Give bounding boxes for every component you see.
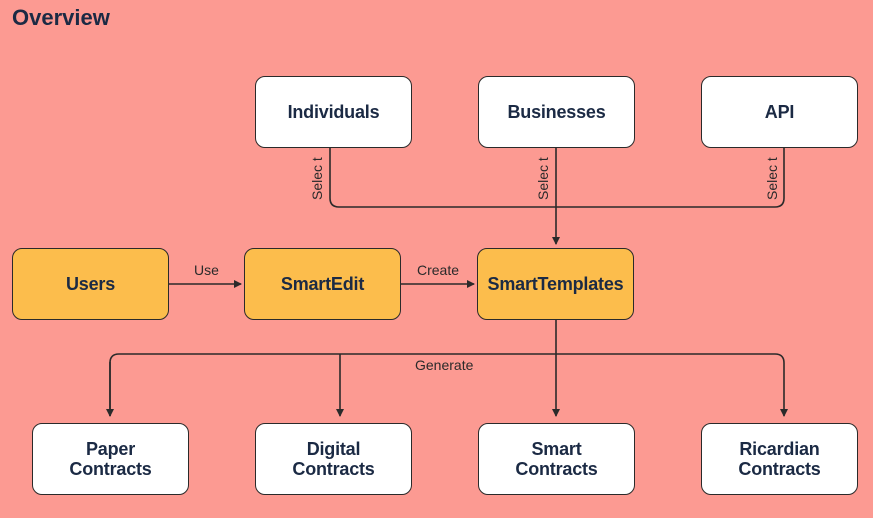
edge-generate-bus bbox=[109, 353, 788, 417]
node-digital-label-line1: Digital bbox=[306, 439, 361, 459]
node-smartedit: SmartEdit bbox=[244, 248, 401, 320]
node-smart-contracts: Smart Contracts bbox=[478, 423, 635, 495]
node-smart-label-line1: Smart bbox=[531, 439, 582, 459]
node-individuals: Individuals bbox=[255, 76, 412, 148]
node-paper-label-line1: Paper bbox=[85, 439, 136, 459]
node-ricardian-label-line2: Contracts bbox=[738, 459, 821, 479]
edge-label-select-individuals: Selec t bbox=[309, 157, 325, 200]
node-individuals-label: Individuals bbox=[287, 102, 380, 122]
node-digital-label-line2: Contracts bbox=[292, 459, 375, 479]
node-users-label: Users bbox=[65, 274, 116, 294]
node-ricardian-contracts: Ricardian Contracts bbox=[701, 423, 858, 495]
node-paper-label-line2: Contracts bbox=[69, 459, 152, 479]
node-businesses: Businesses bbox=[478, 76, 635, 148]
node-smartedit-label: SmartEdit bbox=[280, 274, 365, 294]
edge-label-select-businesses: Selec t bbox=[535, 157, 551, 200]
edge-label-generate: Generate bbox=[415, 357, 474, 373]
node-businesses-label: Businesses bbox=[507, 102, 606, 122]
node-smart-label-line2: Contracts bbox=[515, 459, 598, 479]
page-title: Overview bbox=[12, 5, 110, 30]
node-ricardian-label-line1: Ricardian bbox=[739, 439, 820, 459]
node-users: Users bbox=[12, 248, 169, 320]
node-digital-contracts: Digital Contracts bbox=[255, 423, 412, 495]
edge-individuals-to-merge bbox=[329, 148, 556, 208]
node-api-label: API bbox=[764, 102, 795, 122]
edge-api-to-merge bbox=[556, 148, 785, 208]
edge-label-select-api: Selec t bbox=[764, 157, 780, 200]
node-paper-contracts: Paper Contracts bbox=[32, 423, 189, 495]
node-smarttemplates: SmartTemplates bbox=[477, 248, 634, 320]
edge-label-use: Use bbox=[194, 262, 219, 278]
node-api: API bbox=[701, 76, 858, 148]
edge-label-create: Create bbox=[417, 262, 460, 278]
node-smarttemplates-label: SmartTemplates bbox=[487, 274, 624, 294]
